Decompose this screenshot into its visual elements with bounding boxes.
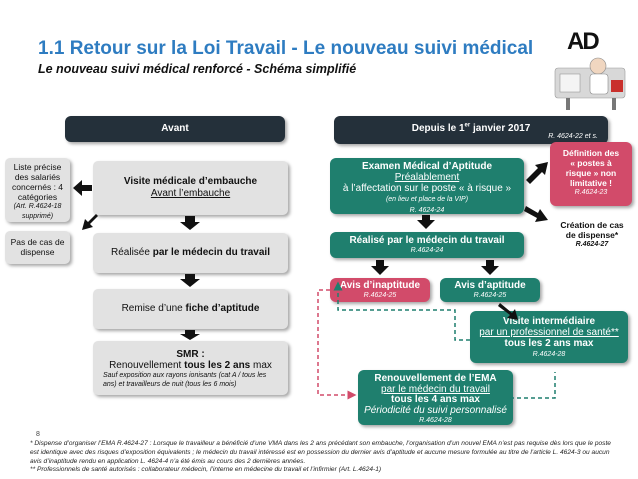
box-dispense-creation: Création de cas de dispense* R.4624-27: [560, 220, 624, 248]
arrow-down-icon: [371, 260, 389, 275]
arrow-left-icon: [73, 180, 92, 196]
box-intermediate-visit: Visite intermédiaire par un professionne…: [470, 311, 628, 363]
arrow-down-icon: [417, 215, 435, 229]
page-subtitle: Le nouveau suivi médical renforcé - Sché…: [38, 62, 357, 76]
after-date: Depuis le 1er janvier 2017: [411, 123, 531, 135]
arrow-right-icon: [524, 206, 548, 222]
side-note-no-dispense: Pas de cas de dispense: [5, 231, 70, 264]
box-done-by-doctor-right: Réalisé par le médecin du travail R.4624…: [330, 232, 524, 258]
arrow-down-icon: [180, 330, 200, 340]
footnote-dispense: * Dispense d’organiser l’EMA R.4624-27 :…: [30, 440, 611, 465]
side-note-categories: Liste précise des salariés concernés : 4…: [5, 158, 70, 222]
dashed-loop-renewal: [510, 372, 556, 399]
column-header-after: Depuis le 1er janvier 2017 R. 4624-22 et…: [334, 116, 608, 144]
page-number: 8: [36, 431, 40, 438]
box-ema-renewal: Renouvellement de l’EMA par le médecin d…: [358, 370, 513, 425]
footnote-professionals: ** Professionnels de santé autorisés : c…: [30, 466, 382, 474]
page-title: 1.1 Retour sur la Loi Travail - Le nouve…: [38, 38, 534, 59]
after-ref: R. 4624-22 et s.: [548, 133, 598, 140]
box-done-by-doctor: Réalisée par le médecin du travail: [93, 233, 288, 273]
arrow-diagonal-icon: [82, 214, 98, 230]
column-header-before: Avant: [65, 116, 285, 142]
box-inaptitude-notice: Avis d’inaptitude R.4624-25: [330, 278, 430, 302]
footnotes: * Dispense d’organiser l’EMA R.4624-27 :…: [30, 440, 620, 475]
box-medical-visit-hiring: Visite médicale d’embauche Avant l’embau…: [93, 161, 288, 215]
box-smr-renewal: SMR : Renouvellement tous les 2 ans max …: [93, 341, 288, 395]
box-aptitude-notice: Avis d’aptitude R.4624-25: [440, 278, 540, 302]
arrow-right-icon: [526, 162, 548, 184]
box-aptitude-sheet: Remise d’une fiche d’aptitude: [93, 289, 288, 329]
arrow-down-icon: [180, 274, 200, 287]
company-logo: AD: [567, 28, 600, 55]
box-aptitude-exam: Examen Médical d’Aptitude Préalablement …: [330, 158, 524, 214]
dashed-loop-inaptitude: [317, 289, 357, 400]
box-risk-definition: Définition des « postes à risque » non l…: [550, 142, 632, 206]
arrow-down-icon: [481, 260, 499, 275]
desk-illustration-icon: [554, 57, 626, 110]
arrow-down-icon: [180, 216, 200, 230]
